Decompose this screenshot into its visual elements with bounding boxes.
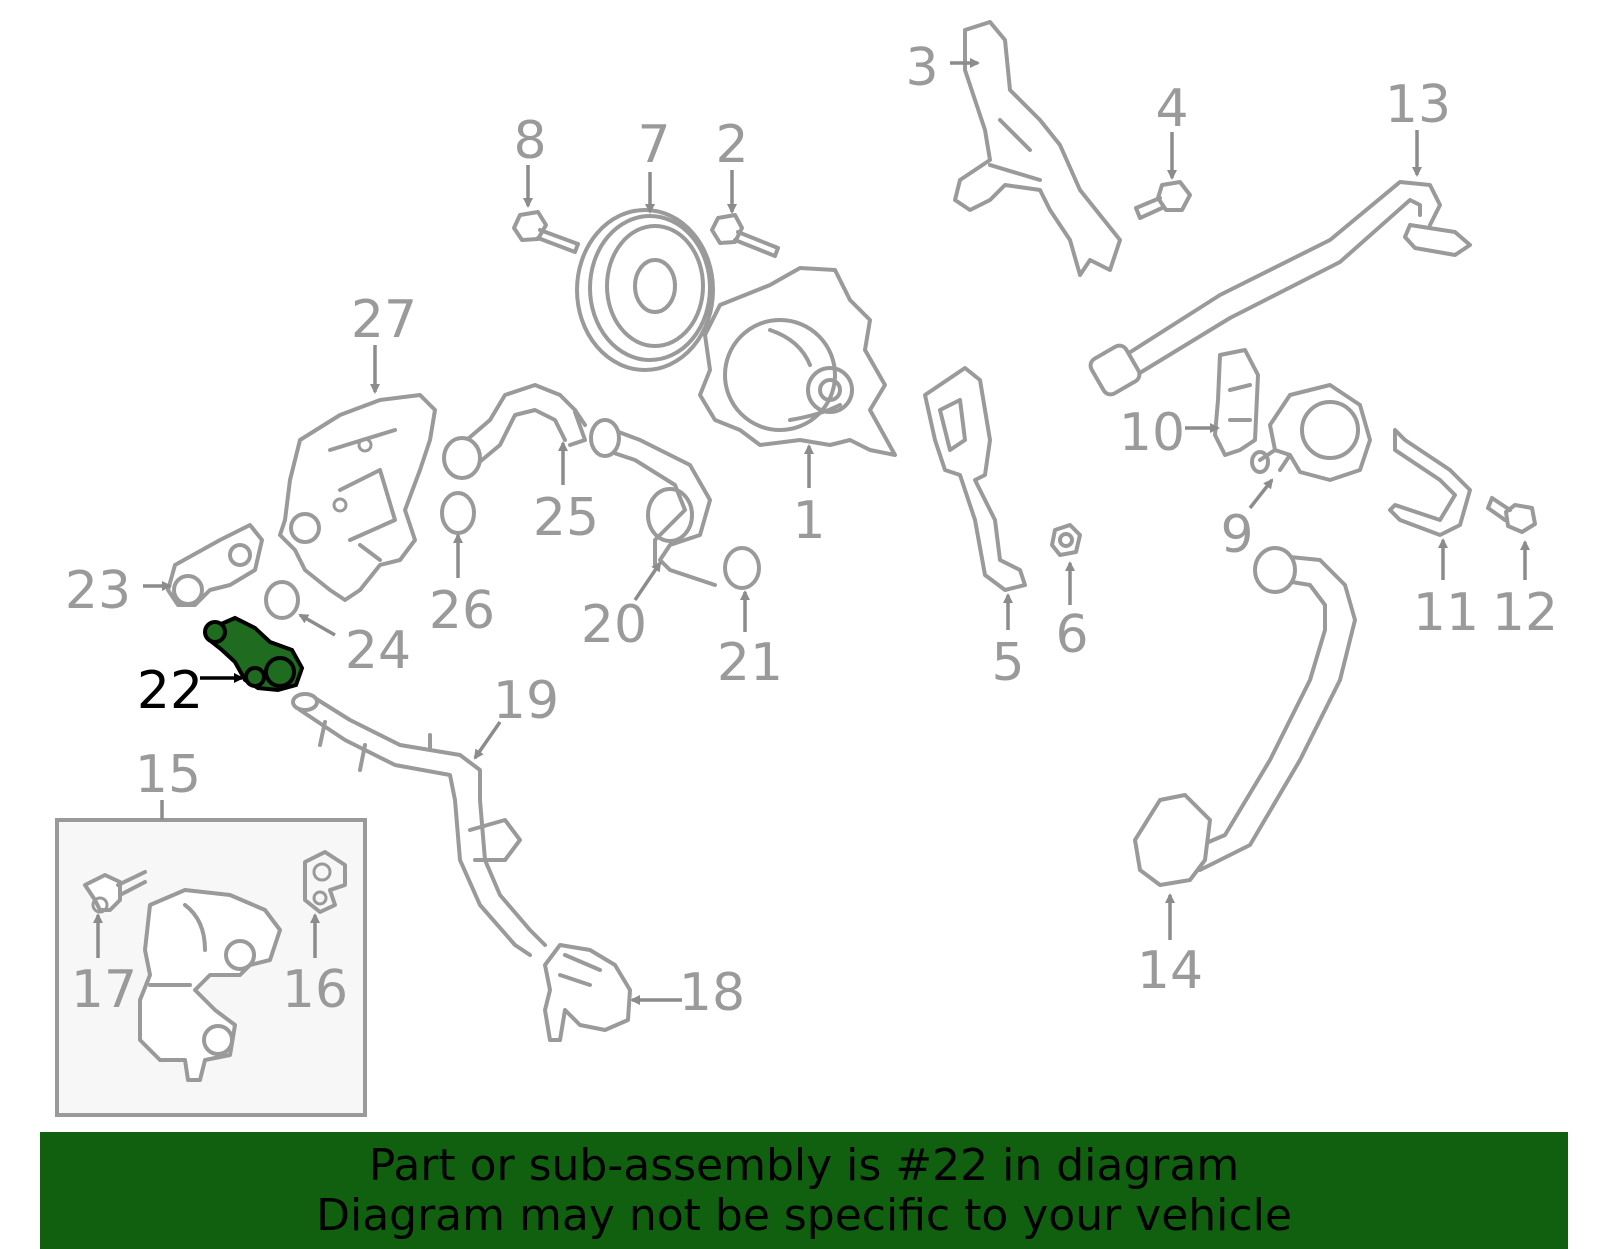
callout-1: 1 <box>792 491 825 551</box>
callout-11: 11 <box>1413 583 1479 643</box>
callout-10: 10 <box>1119 403 1185 463</box>
callout-13: 13 <box>1385 75 1451 135</box>
callout-27: 27 <box>351 290 417 350</box>
callout-20: 20 <box>581 595 647 655</box>
callout-25: 25 <box>533 488 599 548</box>
part-6-nut[interactable] <box>1050 523 1082 557</box>
part-23-outlet-housing[interactable] <box>166 523 264 607</box>
part-17-temp-sensor[interactable] <box>83 870 147 914</box>
callout-6: 6 <box>1055 605 1088 665</box>
callout-23: 23 <box>65 561 131 621</box>
part-19-coolant-pipe[interactable] <box>291 692 547 957</box>
part-26-o-ring[interactable] <box>440 491 476 535</box>
callout-24: 24 <box>345 621 411 681</box>
callout-5: 5 <box>991 633 1024 693</box>
part-5-bracket[interactable] <box>923 366 1027 592</box>
part-2-bolt[interactable] <box>710 213 780 258</box>
callout-19: 19 <box>493 671 559 731</box>
part-22-highlighted-fitting[interactable] <box>203 615 305 693</box>
callout-22-highlighted: 22 <box>137 661 203 721</box>
part-10-bracket[interactable] <box>1213 348 1260 457</box>
part-24-o-ring[interactable] <box>264 580 300 620</box>
callout-18: 18 <box>679 963 745 1023</box>
part-18-elbow-pipe[interactable] <box>543 943 632 1042</box>
banner-line-part-number: Part or sub-assembly is #22 in diagram <box>368 1139 1240 1191</box>
part-27-engine-housing[interactable] <box>278 393 437 602</box>
callout-17: 17 <box>71 960 137 1020</box>
part-14-coolant-hose[interactable] <box>1133 546 1357 887</box>
callout-2: 2 <box>715 115 748 175</box>
callout-14: 14 <box>1137 941 1203 1001</box>
callout-labels: 1 2 3 4 5 6 7 8 9 10 11 12 13 14 15 16 1… <box>65 38 1558 1023</box>
callout-15: 15 <box>135 745 201 805</box>
callout-12: 12 <box>1492 583 1558 643</box>
callout-3: 3 <box>905 38 938 98</box>
part-3-heat-shield[interactable] <box>953 20 1122 277</box>
callout-7: 7 <box>637 115 670 175</box>
callout-16: 16 <box>282 960 348 1020</box>
callout-26: 26 <box>429 581 495 641</box>
part-21-o-ring[interactable] <box>723 546 761 590</box>
part-9-aux-pump[interactable] <box>1250 383 1372 482</box>
callout-4: 4 <box>1155 79 1188 139</box>
part-1-water-pump[interactable] <box>698 266 897 457</box>
banner-line-disclaimer: Diagram may not be specific to your vehi… <box>316 1189 1292 1241</box>
callout-8: 8 <box>513 111 546 171</box>
part-8-bolt[interactable] <box>512 210 580 254</box>
part-16-gasket[interactable] <box>303 850 347 914</box>
info-banner: Part or sub-assembly is #22 in diagram D… <box>40 1132 1568 1249</box>
part-25-coolant-hose[interactable] <box>442 383 587 480</box>
part-13-coolant-hose[interactable] <box>1088 180 1472 397</box>
part-4-bolt[interactable] <box>1134 180 1192 220</box>
part-12-bolt[interactable] <box>1486 496 1537 534</box>
part-20-water-pipe[interactable] <box>589 418 717 587</box>
part-7-pulley[interactable] <box>575 208 715 372</box>
callout-21: 21 <box>717 633 783 693</box>
callout-9: 9 <box>1220 505 1253 565</box>
part-11-clamp[interactable] <box>1388 428 1472 537</box>
leader-arrows <box>93 58 1530 1005</box>
